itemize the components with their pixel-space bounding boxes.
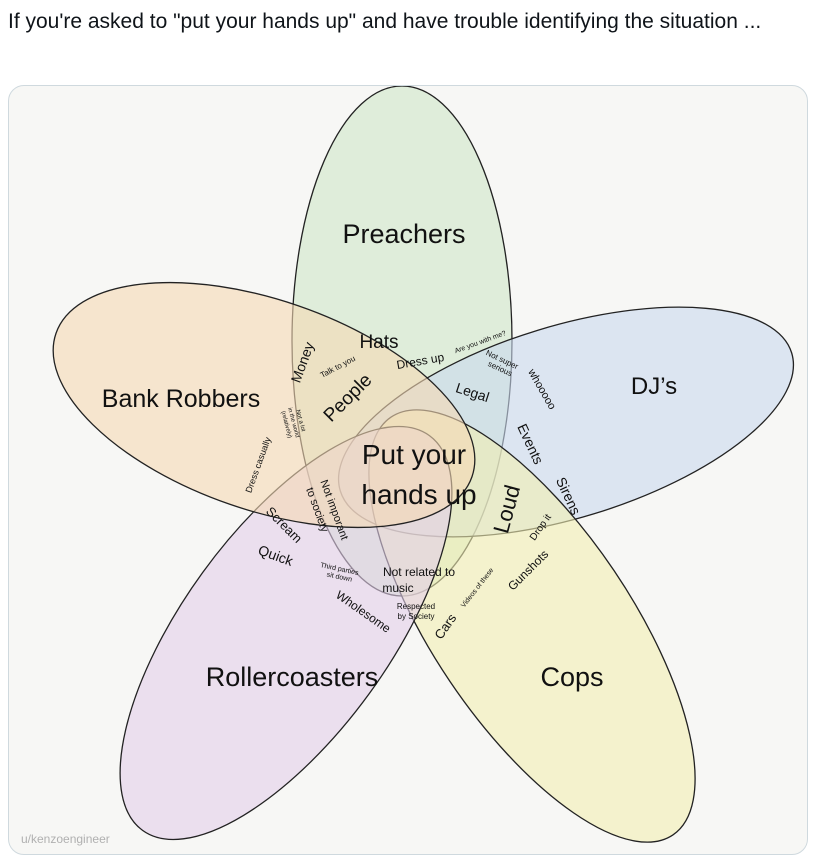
image-credit: u/kenzoengineer (21, 832, 110, 846)
tweet-text: If you're asked to "put your hands up" a… (8, 10, 762, 33)
label-preachers: Preachers (342, 219, 465, 249)
region-hats: Hats (359, 332, 398, 353)
region-not-related-2: music (382, 581, 413, 595)
center-label-line2: hands up (361, 479, 476, 510)
region-not-related-1: Not related to (383, 565, 455, 579)
tweet-image[interactable]: Preachers DJ’s Cops Rollercoasters Bank … (8, 85, 808, 855)
venn-diagram: Preachers DJ’s Cops Rollercoasters Bank … (52, 86, 795, 843)
region-respected-1: Respected (397, 602, 435, 611)
region-not-a-lot-1: Not a lot (294, 409, 306, 432)
label-bank-robbers: Bank Robbers (102, 385, 260, 413)
label-rollercoasters: Rollercoasters (206, 662, 379, 692)
label-cops: Cops (540, 662, 603, 692)
region-respected-2: by Society (398, 612, 435, 621)
ellipse-bank-robbers (52, 281, 476, 529)
label-djs: DJ’s (631, 373, 677, 400)
center-label-line1: Put your (362, 439, 466, 470)
set-ellipses (52, 86, 795, 843)
